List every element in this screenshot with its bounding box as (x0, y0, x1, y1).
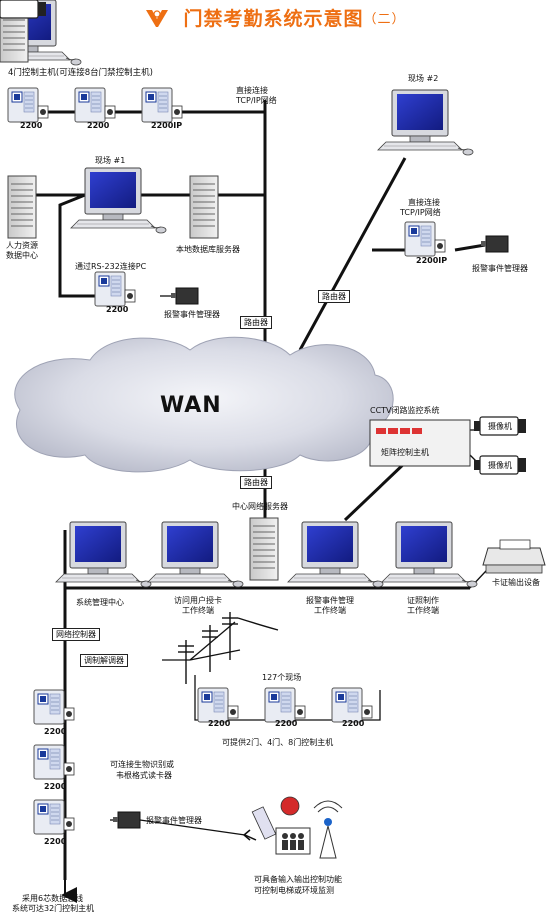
label-sys-mgmt: 系统管理中心 (76, 598, 124, 607)
label-provide: 可提供2门、4门、8门控制主机 (222, 738, 334, 747)
router-3: 路由器 (240, 476, 272, 489)
label-panel-s1: 2200 (208, 719, 231, 728)
camera-icon (0, 0, 46, 19)
io-devices-icon (242, 796, 343, 859)
label-io-1: 可具备输入输出控制功能 (254, 875, 342, 884)
label-alarm-ws-2: 工作终端 (314, 606, 346, 615)
label-alarm-mgr-1: 报警事件管理器 (164, 310, 220, 319)
label-tcpip-top-1: 直接连接 (236, 86, 268, 95)
label-hr-1: 人力资源 (6, 241, 38, 250)
label-site1: 现场 #1 (95, 156, 126, 165)
label-127-sites: 127个现场 (262, 673, 302, 682)
label-id-ws-2: 工作终端 (407, 606, 439, 615)
label-camera-2: 摄像机 (488, 461, 512, 470)
label-panel-v1: 2200 (44, 727, 67, 736)
label-panel-2: 2200 (87, 121, 110, 130)
network-lines (8, 100, 486, 880)
label-panel-v2: 2200 (44, 782, 67, 791)
title-sub: （二） (363, 12, 406, 27)
label-bus-2: 系统可达32门控制主机 (12, 904, 95, 913)
label-cctv: CCTV闭路监控系统 (370, 406, 440, 415)
label-visitor-1: 访问用户授卡 (174, 596, 222, 605)
label-site2: 现场 #2 (408, 74, 439, 83)
label-bio-2: 韦根格式读卡器 (116, 771, 172, 780)
label-alarm-mgr-2: 报警事件管理器 (472, 264, 528, 273)
label-bus-1: 采用6芯数据总线 (22, 894, 84, 903)
net-controller: 网络控制器 (52, 628, 100, 641)
cctv-matrix-icon (369, 419, 471, 467)
label-io-2: 可控制电梯或环境监测 (254, 886, 334, 895)
page-title: 门禁考勤系统示意图（二） (0, 4, 550, 31)
label-panel-s2: 2200 (275, 719, 298, 728)
wan-label: WAN (160, 393, 222, 418)
label-panel-3: 2200IP (151, 121, 183, 130)
card-printer-icon (482, 539, 546, 574)
label-panel-v3: 2200 (44, 837, 67, 846)
label-local-db: 本地数据库服务器 (176, 245, 240, 254)
logo-icon (146, 9, 169, 27)
telephone-pole-icon (178, 612, 279, 684)
label-central-server: 中心网络服务器 (232, 502, 288, 511)
label-id-ws-1: 证照制作 (407, 596, 439, 605)
label-tcpip-top-2: TCP/IP网络 (236, 96, 277, 105)
label-tcpip-right-2: TCP/IP网络 (400, 208, 441, 217)
router-1: 路由器 (240, 316, 272, 329)
label-panel-rs232: 2200 (106, 305, 129, 314)
label-panel-right: 2200IP (416, 256, 448, 265)
label-4door-controller: 4门控制主机(可连接8台门禁控制主机) (8, 68, 153, 78)
label-bio-1: 可连接生物识别或 (110, 760, 174, 769)
label-card-printer: 卡证输出设备 (492, 578, 540, 587)
router-2: 路由器 (318, 290, 350, 303)
label-tcpip-right-1: 直接连接 (408, 198, 440, 207)
label-panel-1: 2200 (20, 121, 43, 130)
modem: 调制解调器 (80, 654, 128, 667)
title-main: 门禁考勤系统示意图 (183, 8, 364, 30)
label-alarm-ws-1: 报警事件管理 (306, 596, 354, 605)
label-visitor-2: 工作终端 (182, 606, 214, 615)
label-matrix: 矩阵控制主机 (381, 448, 429, 457)
wan-cloud (14, 336, 394, 473)
label-hr-2: 数据中心 (6, 251, 38, 260)
label-rs232: 通过RS-232连接PC (75, 262, 147, 271)
label-camera-1: 摄像机 (488, 422, 512, 431)
label-alarm-mgr-3: 报警事件管理器 (146, 816, 202, 825)
label-panel-s3: 2200 (342, 719, 365, 728)
